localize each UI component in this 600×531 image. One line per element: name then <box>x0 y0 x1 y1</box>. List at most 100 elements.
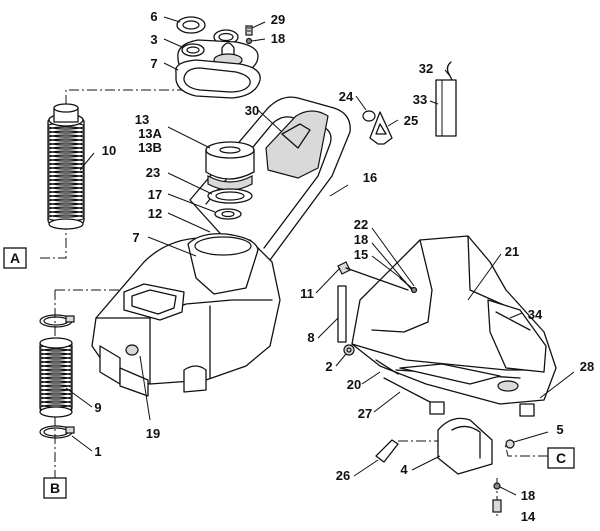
label-7-mid: 7 <box>132 230 139 245</box>
screw-29 <box>245 25 253 36</box>
hose-rib <box>39 372 73 380</box>
label-21: 21 <box>505 244 519 259</box>
hose-clamp-lower <box>39 425 75 439</box>
hose-rib <box>47 158 85 166</box>
label-18-mid: 18 <box>354 232 368 247</box>
hose-rib <box>39 348 73 356</box>
hose-10 <box>47 103 85 230</box>
tag-33 <box>435 79 457 137</box>
hose-clamp-upper <box>39 314 75 328</box>
label-20: 20 <box>347 377 361 392</box>
connector-c-label: C <box>556 450 566 466</box>
label-17: 17 <box>148 187 162 202</box>
hose-rib <box>47 174 85 182</box>
foot-plate-4 <box>437 417 493 475</box>
label-3: 3 <box>150 32 157 47</box>
hose-rib <box>47 194 85 202</box>
label-23: 23 <box>146 165 160 180</box>
nut-2 <box>343 344 355 356</box>
connector-a-label: A <box>10 250 20 266</box>
label-29: 29 <box>271 12 285 27</box>
screw-5 <box>505 439 515 449</box>
part-labels: 6 3 7 29 18 10 13 13A 13B 23 17 12 7 30 … <box>94 9 594 524</box>
label-24: 24 <box>339 89 354 104</box>
label-12: 12 <box>148 206 162 221</box>
filter-13 <box>205 141 255 191</box>
label-6: 6 <box>150 9 157 24</box>
hose-rib <box>47 126 85 134</box>
rod-8 <box>337 285 347 343</box>
label-15: 15 <box>354 247 368 262</box>
label-13: 13 <box>135 112 149 127</box>
hose-rib <box>47 182 85 190</box>
label-10: 10 <box>102 143 116 158</box>
o-ring-24 <box>362 110 376 122</box>
washer-18-bottom <box>493 482 501 490</box>
label-25: 25 <box>404 113 418 128</box>
label-19: 19 <box>146 426 160 441</box>
ring-bar-20 <box>375 359 399 375</box>
label-5: 5 <box>556 422 563 437</box>
hose-rib <box>47 134 85 142</box>
hose-rib <box>39 380 73 388</box>
hose-rib <box>47 170 85 178</box>
label-13a: 13A <box>138 126 162 141</box>
hose-rib <box>39 396 73 404</box>
label-9: 9 <box>94 400 101 415</box>
phantom-line-c <box>504 443 548 457</box>
label-8: 8 <box>307 330 314 345</box>
label-34: 34 <box>528 307 543 322</box>
screw-14 <box>492 499 502 513</box>
cover-30 <box>265 110 329 179</box>
hose-rib <box>47 206 85 214</box>
seal-ring-6-left <box>176 16 206 34</box>
label-18-top: 18 <box>271 31 285 46</box>
label-13b: 13B <box>138 140 162 155</box>
label-27: 27 <box>358 406 372 421</box>
hose-rib <box>39 392 73 400</box>
hose-rib <box>39 360 73 368</box>
label-11: 11 <box>300 286 314 301</box>
label-28: 28 <box>580 359 594 374</box>
hook-32 <box>446 61 453 81</box>
hose-rib <box>47 150 85 158</box>
hose-rib <box>47 154 85 162</box>
washer-17 <box>214 208 242 220</box>
phantom-line-a <box>40 226 67 259</box>
hose-9 <box>39 337 73 418</box>
washer-18-top <box>245 37 253 45</box>
triangle-clip-25 <box>369 111 393 145</box>
hose-rib <box>47 130 85 138</box>
connector-a: A <box>3 247 27 269</box>
label-2: 2 <box>325 359 332 374</box>
label-14: 14 <box>521 509 536 524</box>
pin-26 <box>375 439 399 463</box>
hose-rib <box>39 364 73 372</box>
hose-rib <box>47 162 85 170</box>
connector-b-label: B <box>50 480 60 496</box>
hose-rib <box>39 376 73 384</box>
hose-rib <box>47 178 85 186</box>
label-4: 4 <box>400 462 408 477</box>
bolt-11 <box>337 261 409 291</box>
hose-rib <box>47 138 85 146</box>
label-22: 22 <box>354 217 368 232</box>
hose-rib <box>47 210 85 218</box>
hose-rib <box>47 186 85 194</box>
connector-b: B <box>43 477 67 499</box>
hose-rib <box>47 190 85 198</box>
label-1: 1 <box>94 444 101 459</box>
hose-rib <box>47 146 85 154</box>
label-33: 33 <box>413 92 427 107</box>
hose-rib <box>47 202 85 210</box>
ring-23 <box>207 188 253 204</box>
mount-bracket-34 <box>487 299 547 373</box>
label-16: 16 <box>363 170 377 185</box>
gasket-7-top <box>175 59 261 99</box>
hose-rib <box>39 356 73 364</box>
hose-rib <box>47 142 85 150</box>
seal-ring-6-right <box>213 29 239 45</box>
label-7-top: 7 <box>150 56 157 71</box>
hose-rib <box>39 384 73 392</box>
